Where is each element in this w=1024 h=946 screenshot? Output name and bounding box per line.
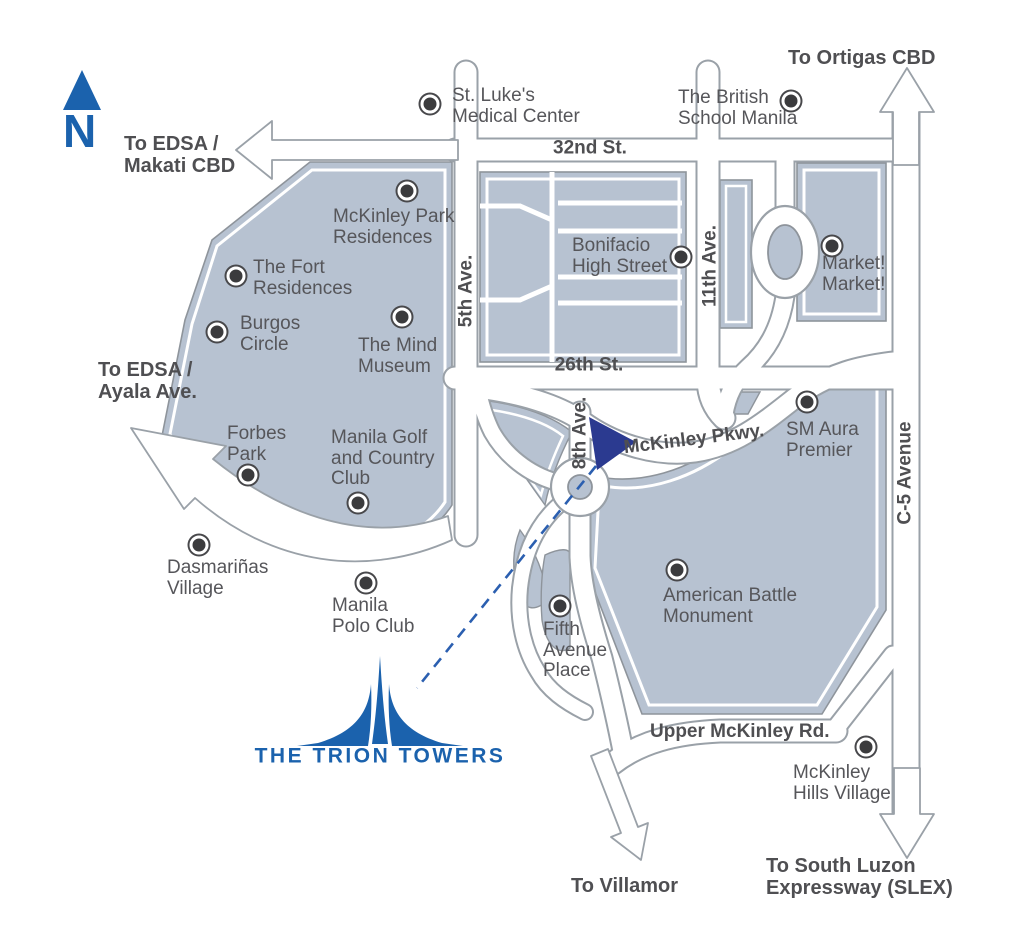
marker-manila-golf bbox=[348, 493, 368, 513]
label-market-market: Market!Market! bbox=[822, 253, 886, 295]
road-villamor bbox=[570, 546, 634, 766]
marker-st-lukes bbox=[420, 94, 440, 114]
parcel-west-of-rotunda-inner bbox=[724, 184, 748, 324]
trion-towers-wordmark: THE TRION TOWERS bbox=[254, 744, 506, 768]
parcel-layer bbox=[161, 161, 887, 715]
trion-site-triangle bbox=[589, 417, 636, 470]
arrow-to-villamor bbox=[590, 748, 649, 861]
road-upper-mckinley bbox=[601, 720, 847, 775]
label-street-11th-ave: 11th Ave. bbox=[699, 224, 721, 308]
trion-towers-logo-icon bbox=[297, 656, 463, 746]
marker-manila-polo-club bbox=[356, 573, 376, 593]
road-sw-curve bbox=[470, 382, 564, 490]
road-mckinley-pkwy bbox=[468, 352, 903, 463]
marker-dasmarinas-village bbox=[189, 535, 209, 555]
label-to-villamor: To Villamor bbox=[571, 875, 679, 897]
marker-sm-aura-premier bbox=[797, 392, 817, 412]
label-street-c5-avenue: C-5 Avenue bbox=[894, 421, 916, 525]
marker-bonifacio-high-street bbox=[671, 247, 691, 267]
label-to-edsa-ayala: To EDSA /Ayala Ave. bbox=[98, 359, 197, 403]
parcel-high-street-inner-line bbox=[485, 177, 681, 357]
marker-mckinley-park-residences bbox=[397, 181, 417, 201]
rotunda-market bbox=[749, 204, 821, 300]
label-street-5th-ave: 5th Ave. bbox=[455, 254, 477, 328]
label-to-ortigas-cbd: To Ortigas CBD bbox=[788, 47, 936, 69]
arrow-to-edsa-ayala bbox=[130, 427, 453, 563]
direction-arrows bbox=[130, 67, 935, 861]
label-street-32nd: 32nd St. bbox=[553, 137, 627, 159]
marker-mckinley-hills-village bbox=[856, 737, 876, 757]
label-to-edsa-makati: To EDSA /Makati CBD bbox=[124, 133, 236, 177]
marker-american-battle-monument bbox=[667, 560, 687, 580]
road-hills-diagonal bbox=[823, 646, 902, 742]
road-rotunda-connector bbox=[715, 287, 794, 423]
site-dashed-leader-line bbox=[415, 465, 598, 689]
label-street-mckinley-pkwy: McKinley Pkwy. bbox=[622, 420, 766, 459]
marker-fifth-avenue-place bbox=[550, 596, 570, 616]
road-fill-layer bbox=[444, 61, 919, 827]
compass-north-letter: N bbox=[63, 105, 97, 157]
high-street-strip-lines bbox=[480, 172, 682, 362]
marker-fort-residences bbox=[226, 266, 246, 286]
marker-burgos-circle bbox=[207, 322, 227, 342]
label-street-upper-mckinley: Upper McKinley Rd. bbox=[650, 721, 830, 742]
north-arrow-icon bbox=[63, 70, 101, 110]
marker-market-market bbox=[822, 236, 842, 256]
arrow-to-slex bbox=[879, 767, 935, 859]
marker-british-school bbox=[781, 91, 801, 111]
marker-mind-museum bbox=[392, 307, 412, 327]
label-street-26th: 26th St. bbox=[554, 354, 624, 376]
arrow-to-ortigas bbox=[879, 67, 935, 166]
label-street-8th-ave: 8th Ave. bbox=[569, 396, 591, 470]
road-fifth-place-west bbox=[512, 497, 592, 719]
arrow-to-edsa-makati bbox=[235, 120, 459, 180]
marker-forbes-park bbox=[238, 465, 258, 485]
